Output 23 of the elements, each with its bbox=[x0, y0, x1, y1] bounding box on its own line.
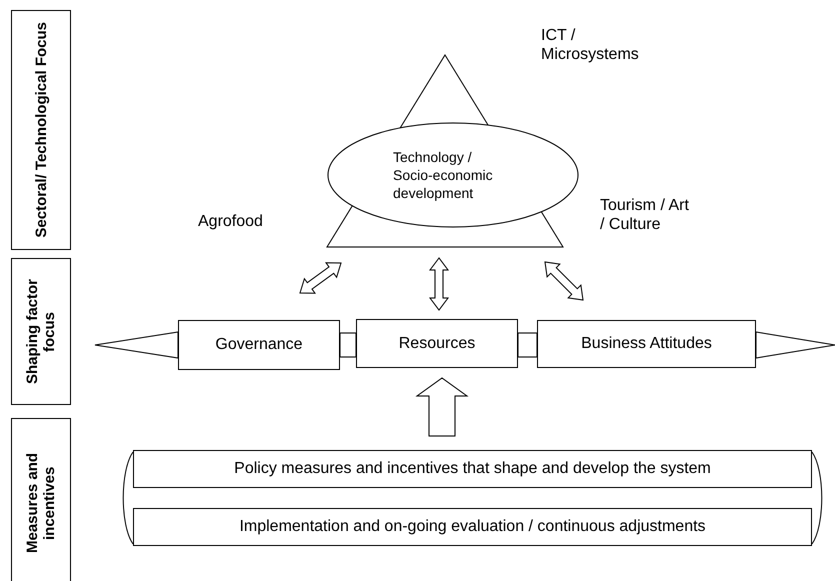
curved-connector bbox=[812, 452, 822, 544]
sector-label: Tourism / Art / Culture bbox=[600, 196, 690, 234]
sector-label: Agrofood bbox=[198, 212, 264, 231]
block-arrow bbox=[544, 261, 584, 301]
spike-shape bbox=[755, 331, 835, 359]
measure-box: Policy measures and incentives that shape and develop the system bbox=[133, 450, 812, 488]
spike-shape bbox=[94, 331, 179, 359]
connector-bar bbox=[518, 332, 538, 358]
section-label: Sectoral/ Technological Focus bbox=[32, 22, 50, 238]
block-arrow bbox=[429, 257, 449, 311]
block-arrow bbox=[299, 262, 342, 294]
measure-box: Implementation and on-going evaluation / continuous adjustments bbox=[133, 508, 812, 546]
section-label: Measures and incentives bbox=[24, 452, 58, 556]
section-label: Shaping factor focus bbox=[24, 278, 58, 386]
section-band bbox=[11, 418, 71, 581]
connector-bar bbox=[340, 332, 356, 358]
section-band bbox=[11, 10, 71, 250]
ellipse-node: Technology / Socio-economic development bbox=[327, 122, 579, 228]
curved-connector bbox=[122, 452, 134, 544]
block-arrow bbox=[415, 377, 469, 436]
section-band bbox=[11, 258, 71, 405]
sector-label: ICT / Microsystems bbox=[541, 26, 640, 64]
factor-box: Resources bbox=[356, 319, 518, 368]
